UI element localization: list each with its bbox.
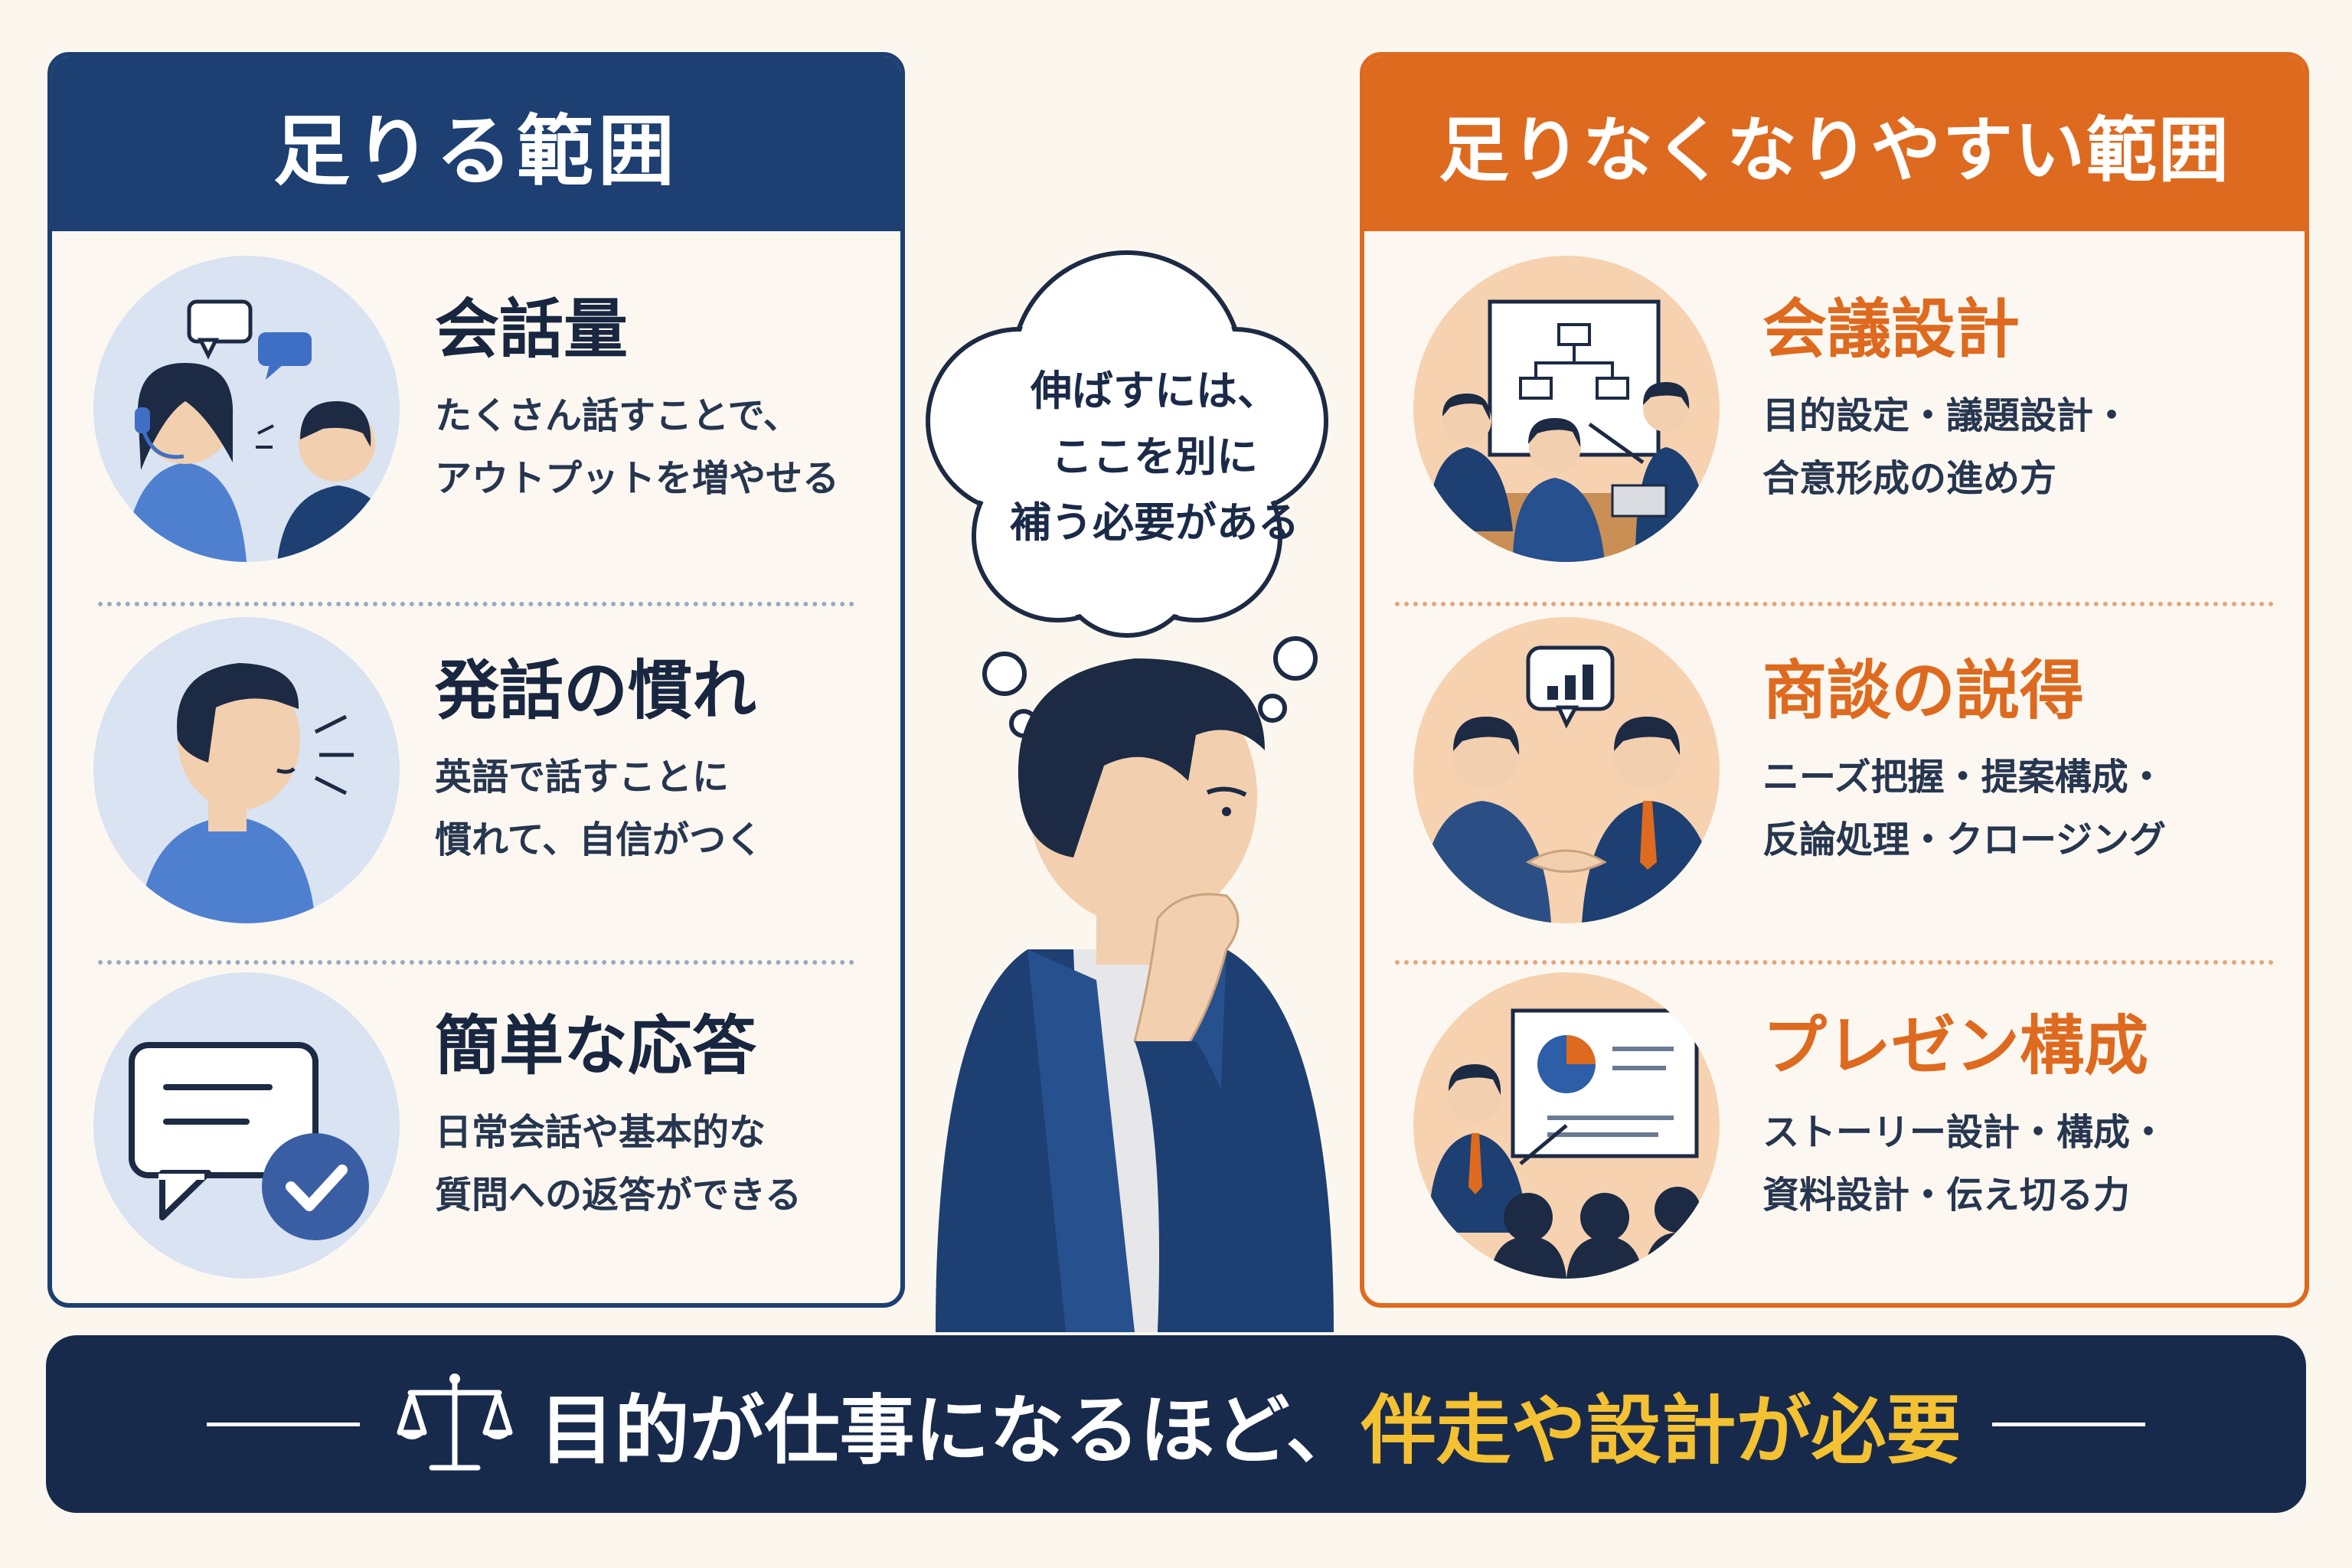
item-description-line: 目的設定・議題設計・ <box>1762 394 2131 438</box>
item-title: 簡単な応答 <box>435 1008 757 1083</box>
item-description-line: たくさん話すことで、 <box>435 394 800 438</box>
item-text: 発話の慣れ 英語で話すことに 慣れて、自信がつく <box>435 655 763 871</box>
banner-text-highlight: 伴走や設計が必要 <box>1361 1387 1962 1475</box>
speaking-person-icon <box>93 617 400 923</box>
meeting-whiteboard-icon <box>1413 256 1720 562</box>
item-description-line: ニーズ把握・提案構成・ <box>1762 756 2165 799</box>
chat-check-icon <box>93 972 400 1279</box>
panel-title-sufficient: 足りる範囲 <box>52 57 900 231</box>
thinking-man-illustration <box>905 245 1360 1332</box>
item-description-line: ストーリー設計・構成・ <box>1762 1111 2167 1155</box>
item-title: 商談の説得 <box>1762 653 2085 728</box>
list-item-meeting-design: 会議設計 目的設定・議題設計・ 合意形成の進め方 <box>1364 248 2305 570</box>
thought-bubble-line: ここを別に <box>1051 433 1258 481</box>
item-description: 英語で話すことに 慣れて、自信がつく <box>435 746 763 871</box>
banner-left-line <box>207 1422 361 1426</box>
insufficient-range-panel: 足りなくなりやすい範囲 <box>1360 52 2309 1308</box>
item-text: 会議設計 目的設定・議題設計・ 合意形成の進め方 <box>1762 294 2130 510</box>
item-description: たくさん話すことで、 アウトプットを増やせる <box>435 384 839 510</box>
item-description: 目的設定・議題設計・ 合意形成の進め方 <box>1762 384 2130 510</box>
item-description-line: 質問への返答ができる <box>435 1174 802 1217</box>
handshake-chart-icon <box>1413 617 1720 923</box>
item-description-line: 合意形成の進め方 <box>1762 457 2057 501</box>
item-description: ニーズ把握・提案構成・ 反論処理・クロージング <box>1762 746 2166 871</box>
item-description-line: 英語で話すことに <box>435 756 730 799</box>
list-item-speaking-habit: 発話の慣れ 英語で話すことに 慣れて、自信がつく <box>52 609 900 931</box>
item-title: 会話量 <box>435 292 629 367</box>
item-description-line: 日常会話や基本的な <box>435 1111 766 1155</box>
item-title: 発話の慣れ <box>435 653 757 728</box>
item-text: 商談の説得 ニーズ把握・提案構成・ 反論処理・クロージング <box>1762 655 2166 871</box>
list-item-sales-persuasion: 商談の説得 ニーズ把握・提案構成・ 反論処理・クロージング <box>1364 609 2305 931</box>
headset-conversation-icon <box>93 256 400 562</box>
item-text: 簡単な応答 日常会話や基本的な 質問への返答ができる <box>435 1011 802 1227</box>
item-description-line: アウトプットを増やせる <box>435 457 840 501</box>
banner-right-line <box>1991 1422 2145 1426</box>
banner-message: 目的が仕事になるほど、伴走や設計が必要 <box>539 1370 1961 1478</box>
presentation-audience-icon <box>1413 972 1720 1279</box>
list-item-conversation-volume: 会話量 たくさん話すことで、 アウトプットを増やせる <box>52 248 900 570</box>
item-text: プレゼン構成 ストーリー設計・構成・ 資料設計・伝え切る力 <box>1762 1011 2167 1227</box>
list-item-presentation-structure: プレゼン構成 ストーリー設計・構成・ 資料設計・伝え切る力 <box>1364 965 2305 1286</box>
bottom-banner: 目的が仕事になるほど、伴走や設計が必要 <box>46 1335 2306 1513</box>
item-description-line: 資料設計・伝え切る力 <box>1762 1174 2131 1217</box>
list-item-simple-response: 簡単な応答 日常会話や基本的な 質問への返答ができる <box>52 965 900 1286</box>
thought-bubble-line: 伸ばすには、 <box>1031 367 1279 415</box>
divider <box>1395 602 2274 606</box>
thought-bubble-text: 伸ばすには、 ここを別に 補う必要がある <box>971 358 1338 556</box>
item-text: 会話量 たくさん話すことで、 アウトプットを増やせる <box>435 294 839 510</box>
sufficient-range-panel: 足りる範囲 会話量 た <box>47 52 905 1308</box>
divider <box>98 960 854 965</box>
item-description: ストーリー設計・構成・ 資料設計・伝え切る力 <box>1762 1101 2167 1227</box>
item-description-line: 反論処理・クロージング <box>1762 818 2167 862</box>
panel-title-insufficient: 足りなくなりやすい範囲 <box>1364 57 2305 231</box>
balance-scale-icon <box>394 1367 516 1481</box>
divider <box>98 602 854 606</box>
divider <box>1395 960 2274 965</box>
item-description: 日常会話や基本的な 質問への返答ができる <box>435 1101 802 1227</box>
item-title: 会議設計 <box>1762 292 2020 367</box>
banner-text-main: 目的が仕事になるほど、 <box>539 1387 1361 1475</box>
item-title: プレゼン構成 <box>1762 1008 2149 1083</box>
thought-bubble-line: 補う必要がある <box>1010 498 1299 547</box>
item-description-line: 慣れて、自信がつく <box>435 818 763 862</box>
